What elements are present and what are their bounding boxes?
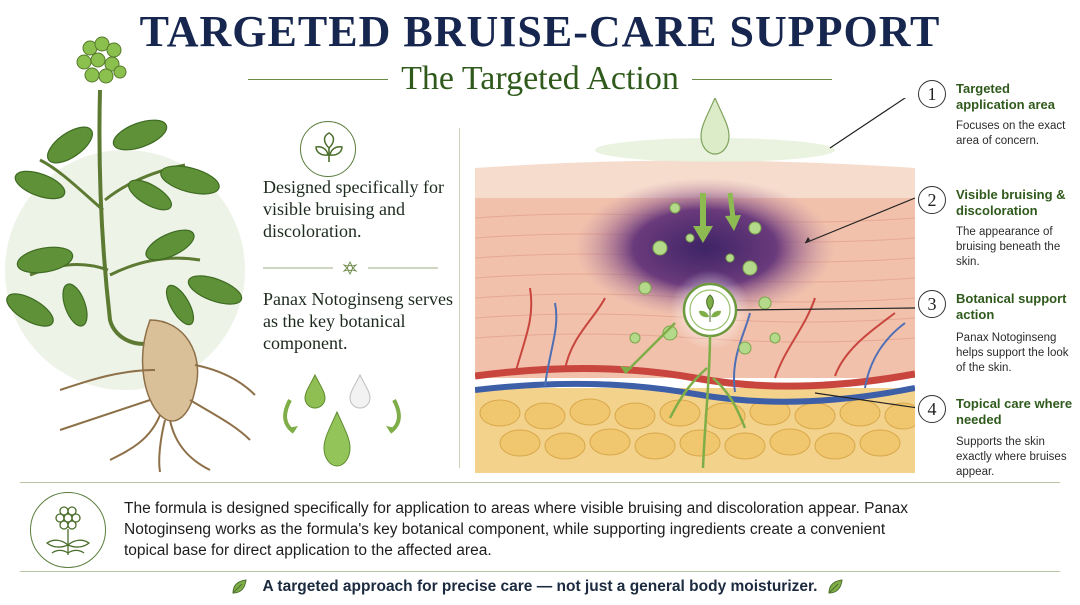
step-number: 4 [918,395,946,423]
column-divider [459,128,460,468]
page-title: TARGETED BRUISE-CARE SUPPORT [139,7,941,56]
step-text: Panax Notoginseng helps support the look… [956,332,1069,374]
page-subtitle: The Targeted Action [401,60,679,97]
footer-divider-bottom [20,571,1060,572]
step-title: Botanical support action [956,291,1067,322]
footer-divider-top [20,482,1060,483]
description-botanical: Panax Notoginseng serves as the key bota… [263,289,453,353]
step-number: 3 [918,290,946,318]
leaf-icon [828,579,843,594]
description-bruising: Designed specifically for visible bruisi… [263,177,444,241]
step-text: Focuses on the exact area of concern. [956,120,1066,147]
step-text: The appearance of bruising beneath the s… [956,226,1061,268]
three-leaf-icon [300,121,356,177]
step-number: 2 [918,186,946,214]
subtitle-rule-right [692,79,832,80]
subtitle-rule-left [248,79,388,80]
ginseng-flower-icon [30,492,106,568]
step-text: Supports the skin exactly where bruises … [956,436,1067,478]
step-title: Visible bruising & discoloration [956,187,1066,218]
ginseng-plant-illustration [5,36,256,473]
leaf-icon [232,579,247,594]
footer-paragraph: The formula is designed specifically for… [124,500,909,559]
droplets-illustration [283,373,401,467]
skin-cross-section-diagram [475,98,915,473]
step-title: Topical care where needed [956,396,1073,427]
subtitle-row: The Targeted Action [240,60,840,100]
step-title: Targeted application area [956,81,1055,112]
step-number: 1 [918,80,946,108]
flower-ornament-icon [263,261,438,275]
tagline: A targeted approach for precise care — n… [262,578,818,595]
